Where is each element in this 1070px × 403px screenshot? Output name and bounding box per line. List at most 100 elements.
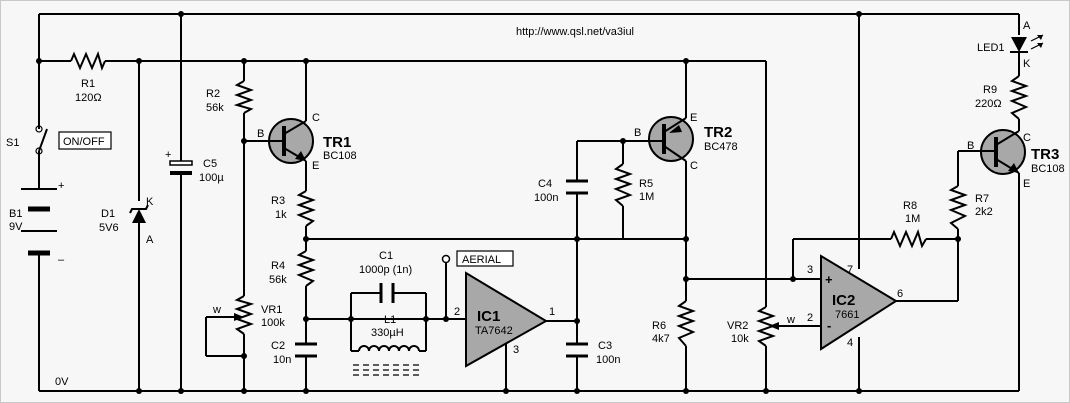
- resistor-r4: R4 56k: [269, 250, 316, 287]
- r9-value: 220Ω: [975, 98, 1002, 110]
- resistor-r9: R9 220Ω: [975, 75, 1029, 120]
- resistor-r6: R6 4k7: [652, 300, 696, 347]
- vr1-w: w: [212, 304, 221, 316]
- battery-b1: + – B1 9V: [9, 180, 65, 266]
- tr3-ref: TR3: [1031, 146, 1059, 163]
- resistor-r2: R2 56k: [206, 80, 254, 114]
- capacitor-c3: C3 100n: [566, 340, 620, 366]
- junction-dots: [36, 11, 961, 394]
- ic2-pin3: 3: [807, 264, 813, 276]
- potentiometer-vr2: w VR2 10k: [727, 306, 795, 347]
- ic1-pin1: 1: [549, 306, 555, 318]
- tr3-value: BC108: [1031, 163, 1065, 175]
- r1-value: 120Ω: [75, 92, 102, 104]
- transistor-tr2: B E C TR2 BC478: [634, 112, 738, 172]
- d1-k: K: [146, 196, 154, 208]
- aerial: AERIAL: [441, 250, 514, 267]
- vr1-ref: VR1: [261, 304, 282, 316]
- c1-value: 1000p (1n): [359, 264, 412, 276]
- tr2-value: BC478: [704, 141, 738, 153]
- c2-ref: C2: [271, 340, 285, 352]
- r6-ref: R6: [652, 320, 666, 332]
- potentiometer-vr1: w VR1 100k: [212, 295, 285, 335]
- b1-value: 9V: [9, 221, 23, 233]
- tr2-c: C: [690, 160, 698, 172]
- ic-ic2: 3 2 7 4 6 + - IC2 7661: [807, 254, 903, 351]
- resistor-r7: R7 2k2: [948, 185, 993, 230]
- tr1-b: B: [257, 128, 264, 140]
- tr3-c: C: [1023, 132, 1031, 144]
- ic1-value: TA7642: [475, 325, 513, 337]
- r6-value: 4k7: [652, 333, 670, 345]
- c3-ref: C3: [598, 340, 612, 352]
- led1-k: K: [1023, 58, 1031, 70]
- d1-value: 5V6: [99, 222, 119, 234]
- r3-value: 1k: [275, 209, 287, 221]
- ic2-op-plus: +: [825, 272, 833, 287]
- r3-ref: R3: [271, 195, 285, 207]
- switch-s1: S1 ON/OFF: [6, 125, 112, 155]
- ic1-pin2: 2: [454, 306, 460, 318]
- resistor-r5: R5 1M: [613, 163, 654, 207]
- led1-a: A: [1023, 20, 1031, 32]
- tr1-e: E: [312, 160, 319, 172]
- ic-ic1: 2 1 3 IC1 TA7642: [446, 271, 555, 368]
- r7-value: 2k2: [975, 206, 993, 218]
- r9-ref: R9: [983, 84, 997, 96]
- r5-ref: R5: [639, 178, 653, 190]
- resistor-r1: R1 120Ω: [70, 51, 106, 104]
- b1-plus: +: [58, 180, 64, 192]
- tr1-c: C: [312, 112, 320, 124]
- ic2-pin7: 7: [847, 264, 853, 276]
- aerial-label: AERIAL: [462, 254, 501, 266]
- tr3-b: B: [967, 140, 974, 152]
- r7-ref: R7: [975, 193, 989, 205]
- ic1-pin3: 3: [513, 344, 519, 356]
- s1-ref: S1: [6, 137, 19, 149]
- led-led1: A K LED1: [977, 20, 1044, 70]
- b1-minus: –: [58, 254, 65, 266]
- c4-ref: C4: [538, 178, 552, 190]
- led1-ref: LED1: [977, 42, 1005, 54]
- r1-ref: R1: [81, 78, 95, 90]
- d1-a: A: [146, 234, 154, 246]
- ic2-ref: IC2: [832, 292, 855, 309]
- d1-ref: D1: [101, 208, 115, 220]
- r8-ref: R8: [903, 200, 917, 212]
- vr2-value: 10k: [731, 333, 749, 345]
- vr1-value: 100k: [261, 317, 285, 329]
- transistor-tr1: B C E TR1 BC108: [257, 112, 357, 172]
- ic2-pin2: 2: [807, 312, 813, 324]
- tr2-ref: TR2: [704, 124, 732, 141]
- capacitor-c5: + C5 100µ: [165, 149, 224, 184]
- c5-plus: +: [165, 149, 171, 161]
- l1-value: 330µH: [371, 327, 404, 339]
- c5-value: 100µ: [199, 172, 224, 184]
- onoff-label: ON/OFF: [63, 136, 105, 148]
- source-url: http://www.qsl.net/va3iul: [516, 26, 634, 38]
- vr2-ref: VR2: [727, 320, 748, 332]
- ic2-value: 7661: [835, 309, 859, 321]
- c1-ref: C1: [379, 250, 393, 262]
- capacitor-c2: C2 10n: [271, 340, 317, 366]
- c5-ref: C5: [203, 158, 217, 170]
- zero-v-label: 0V: [55, 376, 69, 388]
- transistor-tr3: B C E TR3 BC108: [967, 129, 1065, 190]
- vr2-w: w: [786, 314, 795, 326]
- zener-d1: K A D1 5V6: [99, 196, 154, 246]
- ic2-pin6: 6: [897, 288, 903, 300]
- r2-value: 56k: [206, 102, 224, 114]
- r4-ref: R4: [271, 260, 285, 272]
- ic1-ref: IC1: [477, 308, 500, 325]
- tr1-value: BC108: [323, 150, 357, 162]
- capacitor-c4: C4 100n: [534, 178, 588, 204]
- wires: [38, 13, 1020, 392]
- r8-value: 1M: [905, 213, 920, 225]
- tr2-b: B: [634, 127, 641, 139]
- resistor-r8: R8 1M: [890, 200, 927, 249]
- r4-value: 56k: [269, 274, 287, 286]
- c2-value: 10n: [273, 354, 291, 366]
- ic2-pin4: 4: [847, 337, 853, 349]
